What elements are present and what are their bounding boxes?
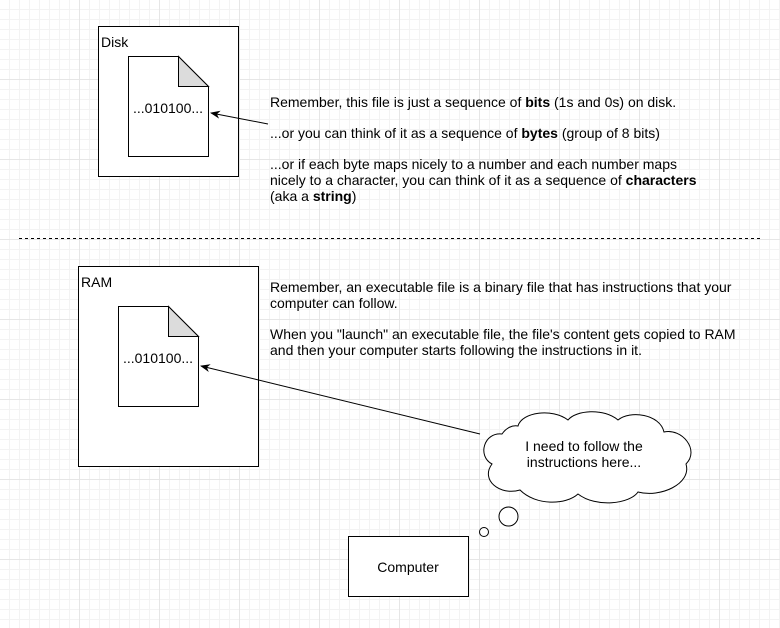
thought-cloud [483,411,692,504]
disk-note: Remember, this file is just a sequence o… [270,94,730,219]
ram-file-fold [168,305,200,337]
ram-note-executable: Remember, an executable file is a binary… [270,279,732,311]
bubble-arrow [200,364,481,435]
ram-note-launch: When you "launch" an executable file, th… [270,326,736,358]
disk-note-characters: ...or if each byte maps nicely to a numb… [270,156,697,204]
disk-file-contents: ...010100... [132,100,204,116]
disk-file-fold [178,55,210,87]
ram-file-contents: ...010100... [122,350,194,366]
ram-note: Remember, an executable file is a binary… [270,279,750,373]
disk-note-bits: Remember, this file is just a sequence o… [270,94,677,110]
thought-bubble-text: I need to follow the instructions here..… [525,438,643,470]
thought-dot-small [479,527,489,537]
computer-label: Computer [377,559,439,575]
thought-dot-large [498,506,519,527]
disk-note-arrow [210,110,269,125]
disk-note-bytes: ...or you can think of it as a sequence … [270,125,660,141]
computer-box [348,536,469,597]
disk-label: Disk [101,34,129,50]
ram-label: RAM [81,274,113,290]
